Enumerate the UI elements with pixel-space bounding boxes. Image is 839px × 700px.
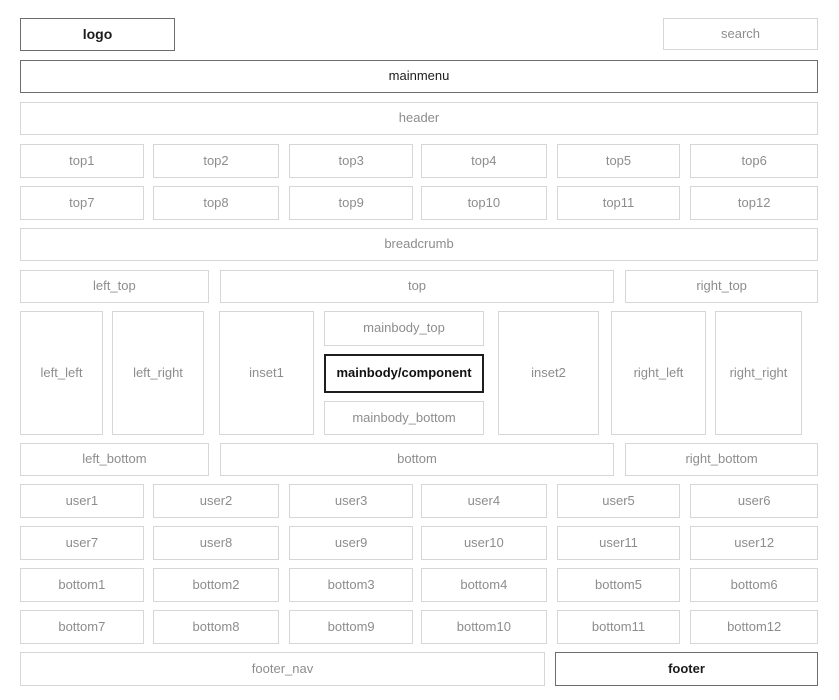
logo-block[interactable]: logo bbox=[20, 18, 175, 51]
module-user3[interactable]: user3 bbox=[289, 484, 413, 518]
bottom-modules-row-2: bottom7 bottom8 bottom9 bottom10 bottom1… bbox=[20, 610, 818, 644]
module-top2[interactable]: top2 bbox=[152, 144, 280, 178]
module-top9[interactable]: top9 bbox=[289, 186, 413, 220]
module-top4[interactable]: top4 bbox=[421, 144, 547, 178]
module-footer-nav[interactable]: footer_nav bbox=[20, 652, 545, 686]
module-bottom[interactable]: bottom bbox=[219, 443, 615, 476]
module-mainbody-bottom[interactable]: mainbody_bottom bbox=[324, 401, 484, 435]
module-user5[interactable]: user5 bbox=[556, 484, 681, 518]
module-bottom4[interactable]: bottom4 bbox=[421, 568, 547, 602]
module-top6[interactable]: top6 bbox=[690, 144, 818, 178]
module-right-left[interactable]: right_left bbox=[611, 311, 706, 435]
search-block[interactable]: search bbox=[663, 18, 818, 50]
module-mainbody-component[interactable]: mainbody/component bbox=[324, 354, 484, 393]
user-modules-row-1: user1 user2 user3 user4 user5 user6 bbox=[20, 484, 818, 518]
module-user4[interactable]: user4 bbox=[421, 484, 547, 518]
module-user2[interactable]: user2 bbox=[152, 484, 280, 518]
lower-three-row: left_bottom bottom right_bottom bbox=[20, 443, 818, 476]
module-top[interactable]: top bbox=[219, 270, 615, 303]
module-bottom7[interactable]: bottom7 bbox=[20, 610, 144, 644]
module-left-right[interactable]: left_right bbox=[112, 311, 204, 435]
module-inset2[interactable]: inset2 bbox=[498, 311, 599, 435]
top-modules-row-1: top1 top2 top3 top4 top5 top6 bbox=[20, 144, 818, 178]
module-user10[interactable]: user10 bbox=[421, 526, 547, 560]
module-user12[interactable]: user12 bbox=[690, 526, 818, 560]
header-band-row: header bbox=[20, 102, 818, 135]
module-top10[interactable]: top10 bbox=[421, 186, 547, 220]
upper-three-row: left_top top right_top bbox=[20, 270, 818, 303]
module-bottom2[interactable]: bottom2 bbox=[152, 568, 280, 602]
module-user6[interactable]: user6 bbox=[690, 484, 818, 518]
module-bottom6[interactable]: bottom6 bbox=[690, 568, 818, 602]
module-user11[interactable]: user11 bbox=[556, 526, 681, 560]
module-bottom12[interactable]: bottom12 bbox=[690, 610, 818, 644]
module-user7[interactable]: user7 bbox=[20, 526, 144, 560]
module-left-top[interactable]: left_top bbox=[20, 270, 209, 303]
module-bottom1[interactable]: bottom1 bbox=[20, 568, 144, 602]
header-block[interactable]: header bbox=[20, 102, 818, 135]
module-top8[interactable]: top8 bbox=[152, 186, 280, 220]
module-bottom8[interactable]: bottom8 bbox=[152, 610, 280, 644]
module-footer[interactable]: footer bbox=[555, 652, 818, 686]
module-bottom3[interactable]: bottom3 bbox=[289, 568, 413, 602]
module-bottom11[interactable]: bottom11 bbox=[556, 610, 681, 644]
module-user8[interactable]: user8 bbox=[152, 526, 280, 560]
module-left-left[interactable]: left_left bbox=[20, 311, 103, 435]
module-top3[interactable]: top3 bbox=[289, 144, 413, 178]
header-row: logo search bbox=[20, 18, 818, 51]
mainmenu-block[interactable]: mainmenu bbox=[20, 60, 818, 93]
bottom-modules-row-1: bottom1 bottom2 bottom3 bottom4 bottom5 … bbox=[20, 568, 818, 602]
module-user9[interactable]: user9 bbox=[289, 526, 413, 560]
module-top1[interactable]: top1 bbox=[20, 144, 144, 178]
module-right-right[interactable]: right_right bbox=[715, 311, 802, 435]
module-top7[interactable]: top7 bbox=[20, 186, 144, 220]
user-modules-row-2: user7 user8 user9 user10 user11 user12 bbox=[20, 526, 818, 560]
module-top12[interactable]: top12 bbox=[690, 186, 818, 220]
module-top11[interactable]: top11 bbox=[556, 186, 681, 220]
module-top5[interactable]: top5 bbox=[556, 144, 681, 178]
breadcrumb-row: breadcrumb bbox=[20, 228, 818, 261]
module-bottom10[interactable]: bottom10 bbox=[421, 610, 547, 644]
footer-row: footer_nav footer bbox=[20, 652, 818, 686]
module-inset1[interactable]: inset1 bbox=[219, 311, 314, 435]
module-bottom5[interactable]: bottom5 bbox=[556, 568, 681, 602]
module-left-bottom[interactable]: left_bottom bbox=[20, 443, 209, 476]
module-right-bottom[interactable]: right_bottom bbox=[625, 443, 818, 476]
mainbody-row: left_left left_right inset1 mainbody_top… bbox=[20, 311, 818, 435]
breadcrumb-block[interactable]: breadcrumb bbox=[20, 228, 818, 261]
top-modules-row-2: top7 top8 top9 top10 top11 top12 bbox=[20, 186, 818, 220]
module-bottom9[interactable]: bottom9 bbox=[289, 610, 413, 644]
module-right-top[interactable]: right_top bbox=[625, 270, 818, 303]
mainbody-center-column: mainbody_top mainbody/component mainbody… bbox=[324, 311, 484, 435]
mainmenu-row: mainmenu bbox=[20, 60, 818, 93]
module-mainbody-top[interactable]: mainbody_top bbox=[324, 311, 484, 346]
module-user1[interactable]: user1 bbox=[20, 484, 144, 518]
